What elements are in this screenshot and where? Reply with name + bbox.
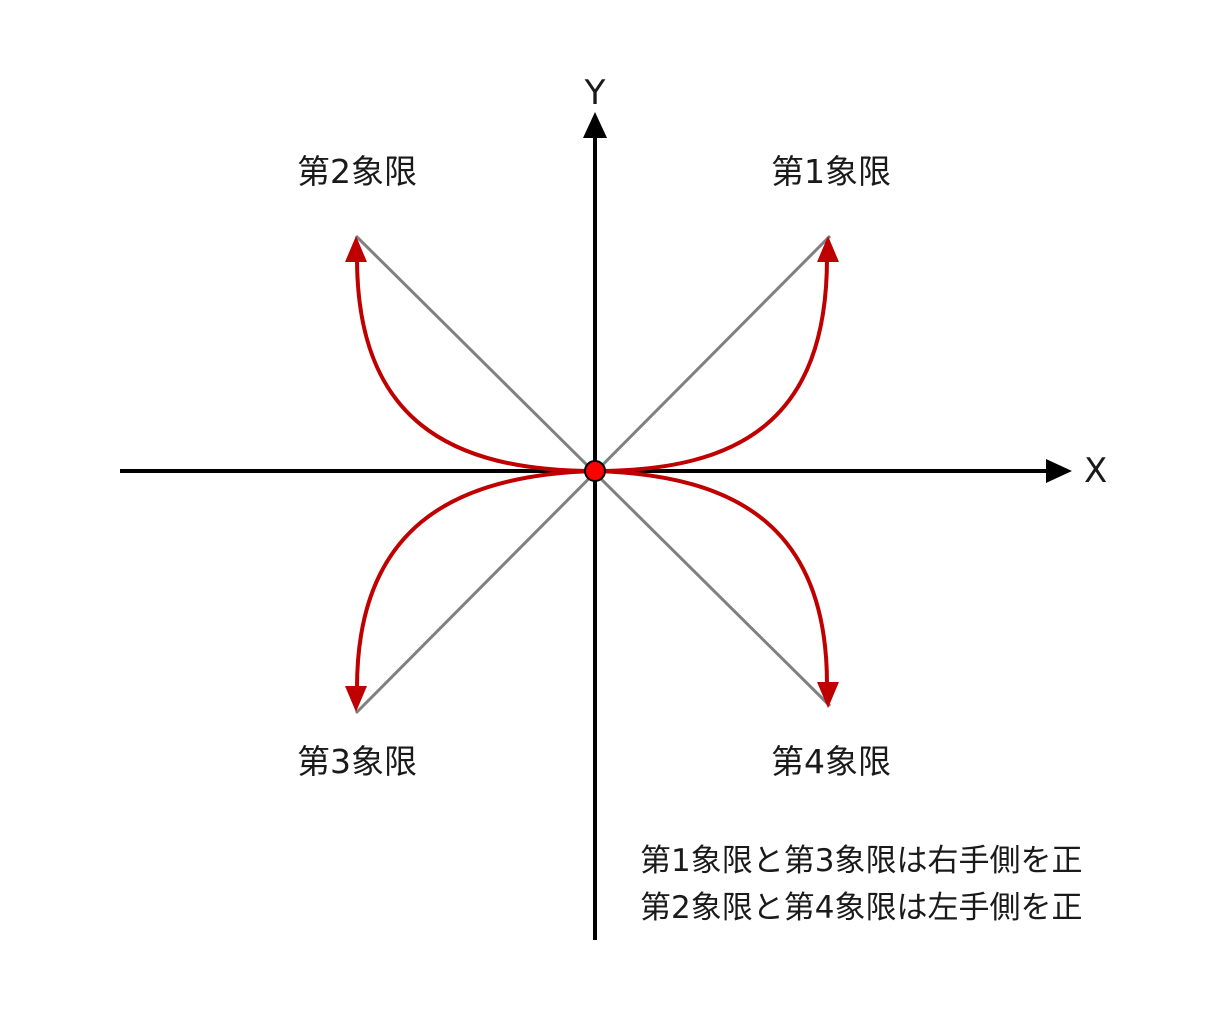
arc-q2-arrowhead	[345, 236, 367, 262]
quadrant-3-label: 第3象限	[297, 742, 417, 781]
arc-q2	[355, 257, 596, 473]
note-line-1: 第1象限と第3象限は右手側を正	[640, 843, 1082, 879]
quadrant-1-label: 第1象限	[771, 152, 891, 191]
arc-q1	[594, 257, 829, 473]
arc-q3-arrowhead	[345, 686, 367, 712]
y-axis-label: Y	[584, 73, 606, 113]
x-axis-arrowhead	[1046, 459, 1072, 483]
arc-q4-arrowhead	[817, 682, 839, 708]
y-axis-arrowhead	[583, 112, 607, 138]
note-line-2: 第2象限と第4象限は左手側を正	[640, 890, 1082, 926]
arc-q3	[355, 469, 596, 689]
x-axis-label: X	[1084, 451, 1107, 491]
quadrant-4-label: 第4象限	[771, 742, 891, 781]
origin-point	[584, 460, 606, 482]
arc-q4	[594, 469, 829, 685]
arc-q1-arrowhead	[817, 236, 839, 262]
quadrant-2-label: 第2象限	[297, 152, 417, 191]
